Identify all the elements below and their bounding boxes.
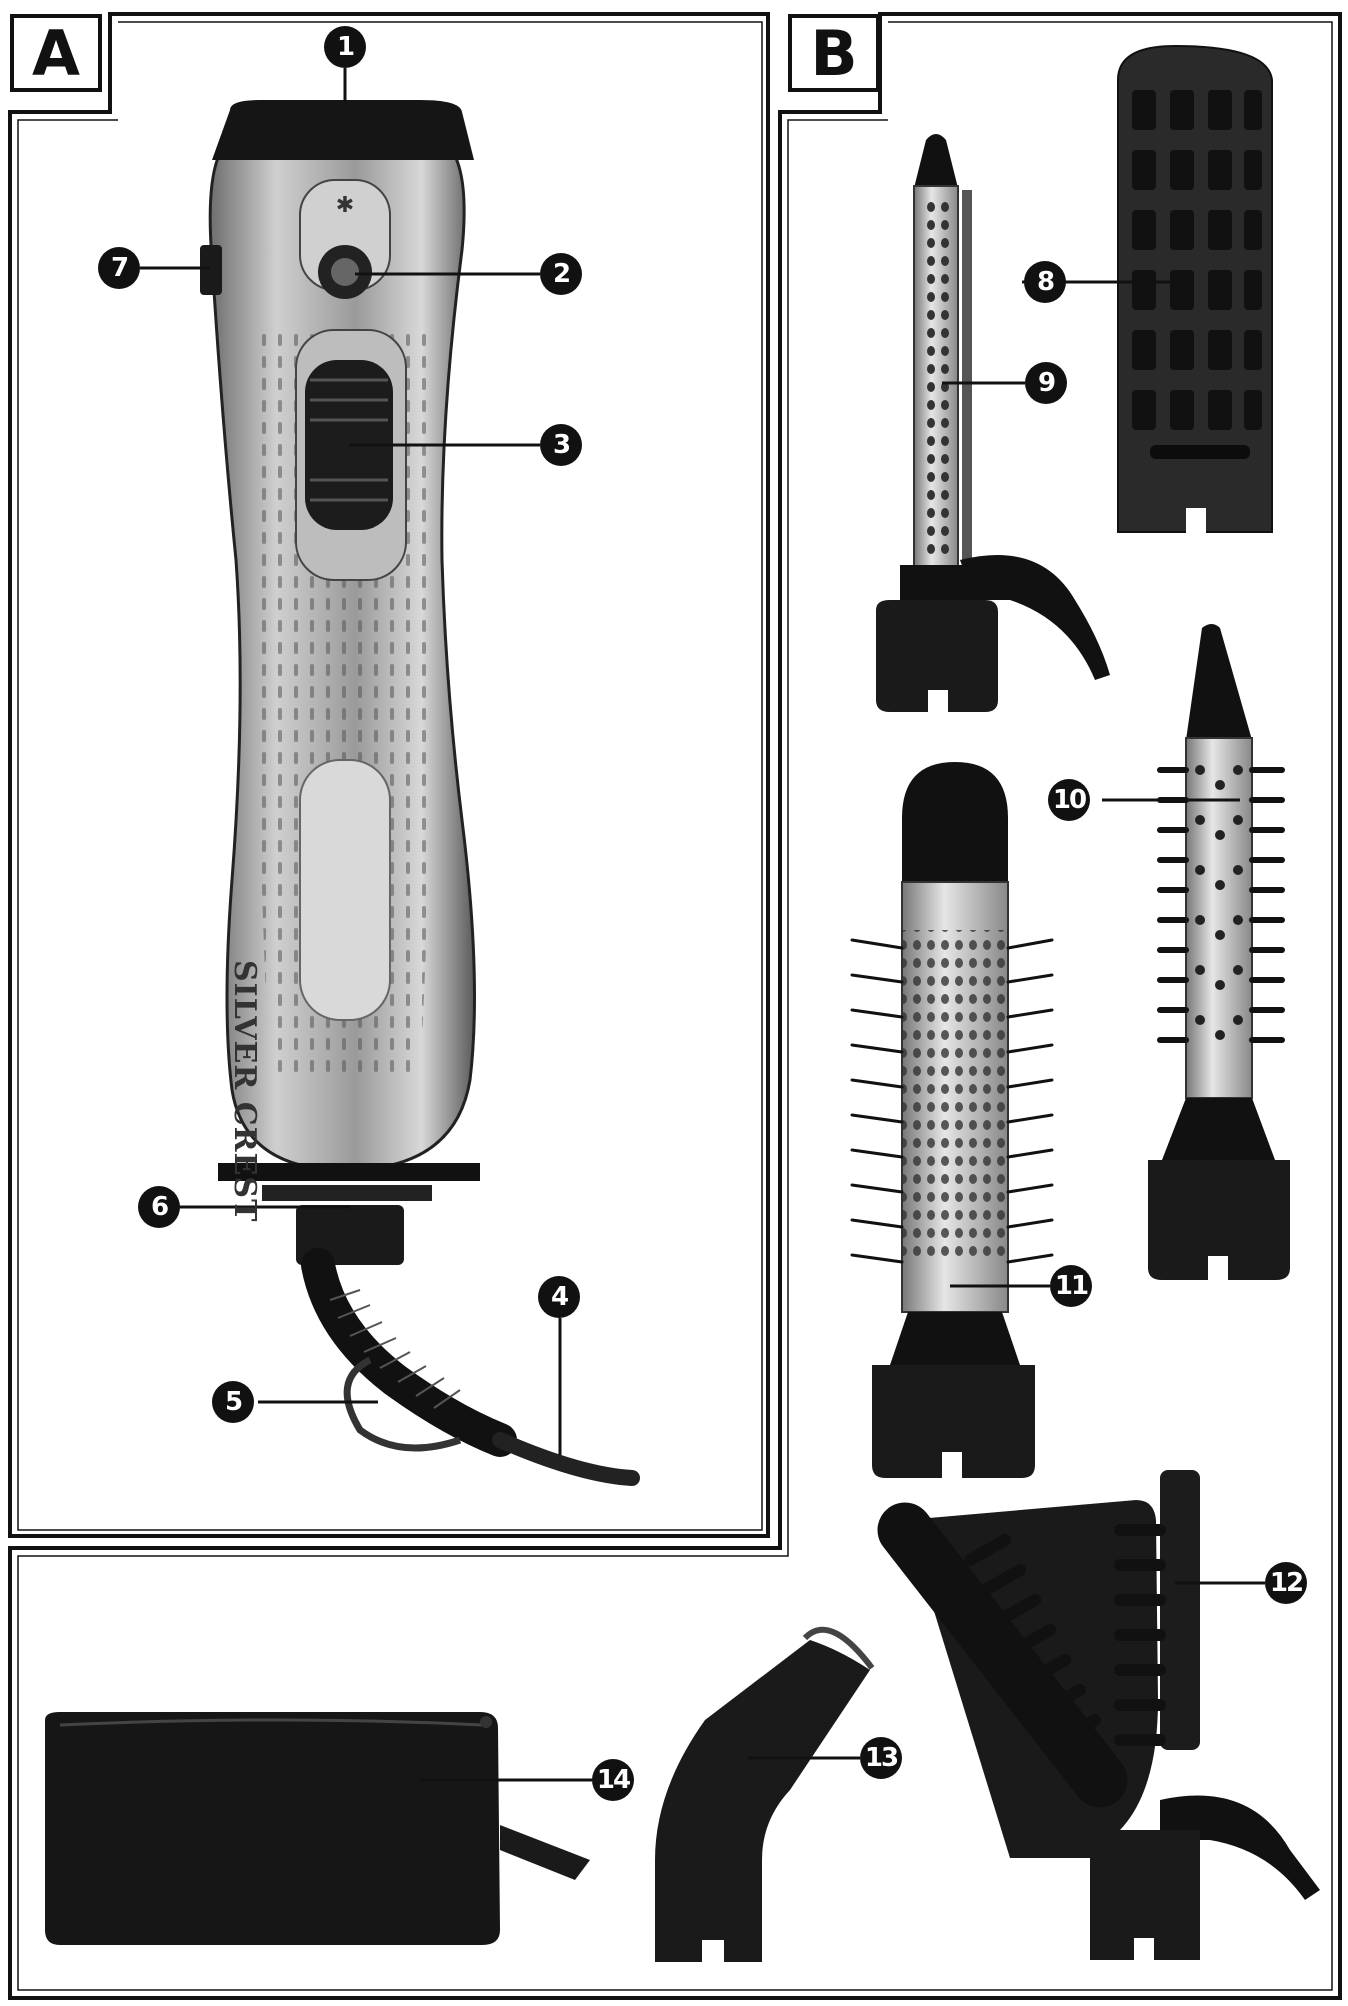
volume-brush-attachment	[1117, 44, 1273, 534]
callout-13: 13	[860, 1737, 902, 1779]
curling-tong-attachment	[876, 134, 1110, 712]
storage-pouch	[45, 1712, 590, 1945]
callout-9: 9	[1025, 362, 1067, 404]
panel-b-frame	[8, 12, 1342, 2000]
end-cap	[212, 100, 474, 160]
release-button	[200, 245, 222, 295]
callout-6: 6	[138, 1186, 180, 1228]
leader-lines	[140, 68, 1265, 1782]
callout-7: 7	[98, 247, 140, 289]
brand-logo-text: SILVER CREST	[227, 960, 262, 1223]
panel-label-a: A	[10, 14, 102, 92]
callout-2: 2	[540, 253, 582, 295]
callout-3: 3	[540, 424, 582, 466]
callout-8: 8	[1024, 261, 1066, 303]
concentrator-nozzle	[655, 1626, 875, 1962]
callout-4: 4	[538, 1276, 580, 1318]
svg-text:✱: ✱	[336, 193, 354, 218]
callout-12: 12	[1265, 1562, 1307, 1604]
callout-5: 5	[212, 1381, 254, 1423]
callout-11: 11	[1050, 1265, 1092, 1307]
callout-14: 14	[592, 1759, 634, 1801]
comb-attachment	[877, 1470, 1320, 1960]
large-round-brush-attachment	[850, 762, 1054, 1478]
small-round-brush-attachment	[1148, 624, 1290, 1280]
callout-10: 10	[1048, 779, 1090, 821]
panel-label-b: B	[788, 14, 880, 92]
speed-switch	[305, 360, 393, 530]
hot-air-styler-body: ✱	[200, 100, 640, 1486]
panel-a-frame	[8, 12, 770, 1538]
callout-1: 1	[324, 26, 366, 68]
